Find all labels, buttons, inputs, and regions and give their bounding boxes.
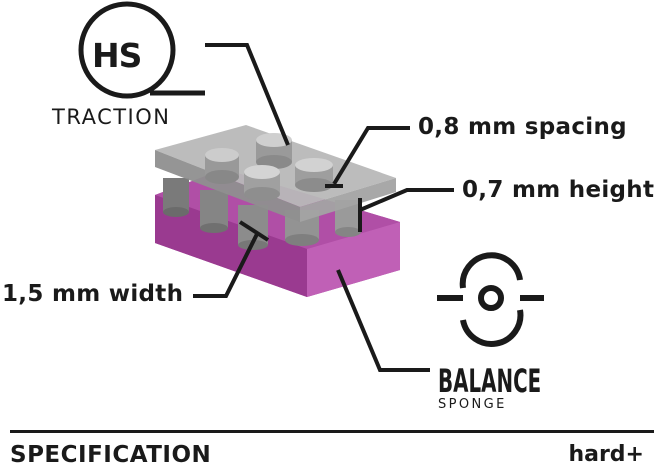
leader-hs-topsheet bbox=[205, 43, 290, 146]
leader-lines bbox=[193, 43, 454, 372]
leader-sponge-balance bbox=[336, 269, 430, 372]
hardness-value: hard+ bbox=[568, 442, 644, 467]
height-callout: 0,7 mm height bbox=[462, 177, 655, 203]
sponge-logo-text: SPONGE bbox=[438, 397, 507, 412]
traction-logo-text: TRACTION bbox=[52, 105, 171, 129]
leader-height bbox=[359, 188, 454, 212]
balance-logo-text: BALANCE bbox=[438, 362, 542, 400]
pimple-tops bbox=[205, 133, 333, 201]
leader-width bbox=[193, 231, 260, 298]
specification-divider bbox=[10, 430, 654, 433]
hs-logo-text: HS bbox=[92, 36, 142, 75]
width-callout: 1,5 mm width bbox=[2, 281, 184, 307]
specification-title: SPECIFICATION bbox=[10, 442, 212, 468]
spacing-callout: 0,8 mm spacing bbox=[418, 114, 627, 140]
hs-traction-logo bbox=[78, 1, 205, 99]
balance-sponge-logo bbox=[437, 252, 544, 347]
leader-spacing bbox=[332, 126, 410, 186]
